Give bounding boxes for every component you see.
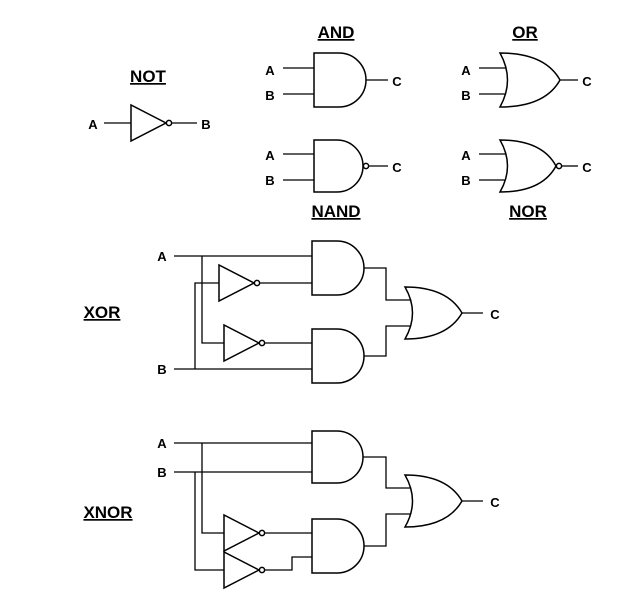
xnor-not-a-gate bbox=[223, 513, 261, 553]
and-title: AND bbox=[318, 23, 355, 42]
not-input-a-label: A bbox=[88, 117, 98, 132]
nor-gate-example: A B C NOR bbox=[461, 139, 592, 221]
xor-input-a-label: A bbox=[157, 249, 167, 264]
nand-gate bbox=[313, 139, 364, 193]
xnor-not-a-bubble bbox=[258, 529, 266, 537]
or-title: OR bbox=[512, 23, 538, 42]
xor-or-gate bbox=[403, 286, 463, 340]
xnor-not-b-gate bbox=[223, 550, 261, 590]
nand-input-b-label: B bbox=[265, 173, 274, 188]
nor-bubble bbox=[555, 162, 563, 170]
or-output-c-label: C bbox=[582, 74, 592, 89]
xnor-not-b-bubble bbox=[258, 566, 266, 574]
nand-gate-example: A B C NAND bbox=[265, 139, 402, 221]
xor-circuit: XOR A B C bbox=[84, 240, 500, 384]
or-input-a-label: A bbox=[461, 63, 471, 78]
xnor-not-b-out-wire bbox=[265, 556, 312, 571]
or-input-b-label: B bbox=[461, 88, 470, 103]
xnor-and-bottom-out-wire bbox=[364, 513, 412, 547]
nor-input-a-label: A bbox=[461, 148, 471, 163]
xor-and-top-out-wire bbox=[364, 267, 412, 301]
not-output-b-label: B bbox=[201, 117, 210, 132]
xnor-title: XNOR bbox=[83, 503, 132, 522]
and-gate-example: AND A B C bbox=[265, 23, 402, 108]
xor-input-b-label: B bbox=[157, 362, 166, 377]
xnor-a-to-inverter-wire bbox=[201, 443, 224, 534]
xnor-input-a-label: A bbox=[157, 436, 167, 451]
xnor-b-to-inverter-wire bbox=[194, 472, 224, 571]
xnor-or-gate bbox=[403, 474, 463, 528]
and-input-a-label: A bbox=[265, 63, 275, 78]
xor-and-top-gate bbox=[311, 240, 365, 296]
not-bubble bbox=[165, 119, 173, 127]
xor-and-bottom-gate bbox=[311, 328, 365, 384]
xor-title: XOR bbox=[84, 303, 121, 322]
xor-b-to-inverter-wire bbox=[194, 282, 219, 369]
xor-not-b-gate bbox=[218, 263, 256, 303]
nor-gate bbox=[498, 139, 557, 193]
xor-not-a-bubble bbox=[258, 339, 266, 347]
or-gate bbox=[498, 52, 561, 108]
xnor-and-top-out-wire bbox=[363, 456, 412, 489]
and-output-c-label: C bbox=[392, 74, 402, 89]
nor-input-b-label: B bbox=[461, 173, 470, 188]
and-input-b-label: B bbox=[265, 88, 274, 103]
nor-output-c-label: C bbox=[582, 160, 592, 175]
nand-output-c-label: C bbox=[392, 160, 402, 175]
nand-input-a-label: A bbox=[265, 148, 275, 163]
xor-not-b-bubble bbox=[253, 279, 261, 287]
xor-not-a-gate bbox=[223, 323, 261, 363]
xnor-and-bottom-gate bbox=[311, 518, 365, 574]
xnor-and-top-gate bbox=[311, 430, 364, 484]
nor-title: NOR bbox=[509, 202, 547, 221]
nand-bubble bbox=[362, 162, 370, 170]
not-gate-example: NOT A B bbox=[88, 67, 211, 143]
xnor-output-c-label: C bbox=[490, 495, 500, 510]
nand-title: NAND bbox=[311, 202, 360, 221]
xor-output-c-label: C bbox=[490, 307, 500, 322]
xor-a-to-inverter-wire bbox=[201, 256, 224, 344]
and-gate bbox=[313, 52, 367, 108]
not-gate bbox=[130, 103, 168, 143]
xnor-input-b-label: B bbox=[157, 465, 166, 480]
not-title: NOT bbox=[130, 67, 167, 86]
xnor-circuit: XNOR A B C bbox=[83, 430, 500, 590]
or-gate-example: OR A B C bbox=[461, 23, 592, 108]
xor-and-bottom-out-wire bbox=[364, 325, 412, 357]
